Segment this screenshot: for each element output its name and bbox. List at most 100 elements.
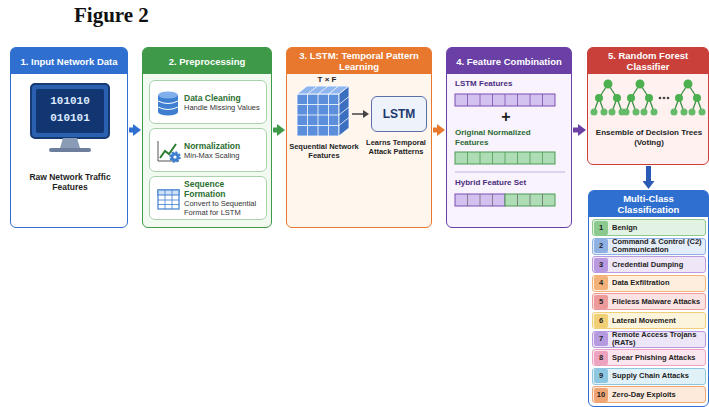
drawing-part	[158, 190, 179, 209]
class-row: 1 Benign	[592, 219, 706, 236]
drawing-part	[158, 92, 178, 99]
flow-arrow	[433, 128, 439, 133]
drawing-part	[173, 155, 176, 158]
class-number: 1	[594, 221, 608, 235]
feature-label: Hybrid Feature Set	[455, 178, 565, 188]
flow-arrow	[129, 128, 135, 133]
drawing-part	[158, 141, 179, 161]
flow-arrow	[646, 166, 651, 183]
step-detail: Handle Missing Values	[184, 103, 263, 112]
binary-digits: 101010	[36, 95, 104, 108]
stage-header: Multi-Class Classification	[589, 191, 708, 217]
stage-caption: Learns Temporal Attack Patterns	[359, 138, 433, 156]
chart-gear-icon	[155, 137, 181, 165]
stage-header: 4. Feature Combination	[447, 48, 571, 74]
drawing-part	[31, 84, 109, 138]
class-row: 10 Zero-Day Exploits	[592, 386, 706, 403]
drawing-part	[158, 101, 178, 110]
class-panel: 1 Benign 2 Command & Control (C2) Communica…	[588, 190, 709, 407]
drawing-part	[36, 89, 104, 133]
drawing-part	[171, 153, 180, 162]
class-row: 5 Fileless Malware Attacks	[592, 293, 706, 310]
step-box: Sequence FormationConvert to Sequential …	[149, 176, 267, 220]
stage-caption: Raw Network Traffic Features	[17, 172, 123, 192]
computer-monitor	[11, 48, 129, 229]
drawing-part	[623, 80, 658, 116]
text-column: Sequence FormationConvert to Sequential …	[184, 177, 263, 219]
lstm-label: LSTM	[383, 107, 416, 121]
drawing-part	[591, 80, 626, 116]
step-box: NormalizationMin-Max Scaling	[149, 128, 267, 172]
step-title: Sequence Formation	[184, 179, 263, 199]
class-number: 3	[594, 258, 608, 272]
class-label: Remote Access Trojans (RATs)	[612, 331, 705, 347]
class-number: 9	[594, 369, 608, 383]
class-label: Fileless Malware Attacks	[612, 298, 705, 306]
class-label: Supply Chain Attacks	[612, 372, 705, 380]
drawing-part	[49, 148, 91, 152]
drawing-part	[297, 94, 339, 136]
class-label: Zero-Day Exploits	[612, 391, 705, 399]
stage-header: 3. LSTM: Temporal Pattern Learning	[287, 48, 431, 74]
drawing-part	[352, 113, 363, 115]
step-detail: Convert to Sequential Format for LSTM	[184, 199, 263, 217]
step-title: Normalization	[184, 141, 263, 151]
flow-arrow	[273, 128, 279, 133]
drawing-part	[659, 97, 662, 100]
class-number: 4	[594, 276, 608, 290]
class-label: Command & Control (C2) Communication	[612, 238, 705, 254]
class-number: 10	[594, 388, 608, 402]
feature-label: Original Normalized Features	[455, 128, 565, 148]
class-row: 8 Spear Phishing Attacks	[592, 349, 706, 366]
class-label: Credential Dumping	[612, 261, 705, 269]
text-column: NormalizationMin-Max Scaling	[184, 129, 263, 171]
class-row: 3 Credential Dumping	[592, 256, 706, 273]
database-icon	[155, 89, 181, 117]
stage-caption: Ensemble of Decision Trees (Voting)	[592, 128, 706, 148]
drawing-part	[308, 86, 339, 94]
figure-title: Figure 2	[74, 3, 149, 27]
class-number: 6	[594, 314, 608, 328]
stage-header: 5. Random Forest Classifier	[588, 48, 708, 74]
drawing-part	[339, 97, 349, 126]
drawing-part	[663, 97, 666, 100]
stage-panel: 4. Feature CombinationLSTM Features + Orig…	[446, 47, 572, 228]
class-number: 7	[594, 332, 608, 346]
class-label: Spear Phishing Attacks	[612, 354, 705, 362]
class-row: 6Lateral Movement	[592, 312, 706, 329]
binary-digits: 010101	[36, 112, 104, 125]
drawing-part	[455, 152, 555, 164]
stage-caption: Sequential Network Features	[287, 142, 361, 160]
class-row: 4 Data Exfiltration	[592, 275, 706, 292]
flow-arrow	[573, 128, 580, 133]
step-title: Data Cleaning	[184, 93, 263, 103]
class-row: 7 Remote Access Trojans (RATs)	[592, 331, 706, 348]
feature-label: LSTM Features	[455, 79, 565, 89]
stage-header: 2. Preprocessing	[143, 48, 271, 74]
class-label: Benign	[612, 224, 705, 232]
plus-sign: +	[496, 108, 516, 126]
class-number: 5	[594, 295, 608, 309]
class-number: 8	[594, 351, 608, 365]
drawing-part	[339, 86, 349, 136]
class-label: Data Exfiltration	[612, 279, 705, 287]
class-row: 9 Supply Chain Attacks	[592, 368, 706, 385]
drawing-part	[158, 190, 179, 195]
drawing-part	[363, 110, 369, 118]
class-row: 2 Command & Control (C2) Communication	[592, 238, 706, 255]
text-column: Data CleaningHandle Missing Values	[184, 81, 263, 123]
drawing-part	[158, 190, 179, 209]
drawing-part	[297, 94, 339, 136]
drawing-part	[671, 80, 706, 116]
drawing-part	[468, 152, 543, 164]
lstm-box: LSTM	[371, 96, 427, 132]
stage-header: 1. Input Network Data	[11, 48, 127, 74]
class-number: 2	[594, 239, 608, 253]
stage-panel: 5. Random Forest ClassifierEnsemble of D…	[587, 47, 709, 165]
dimension-label: T × F	[307, 75, 347, 85]
drawing-part	[455, 94, 555, 106]
stage-panel: LSTM 3. LSTM: Temporal Pattern LearningT …	[286, 47, 432, 228]
drawing-part	[468, 94, 543, 106]
grid-icon	[155, 185, 181, 213]
